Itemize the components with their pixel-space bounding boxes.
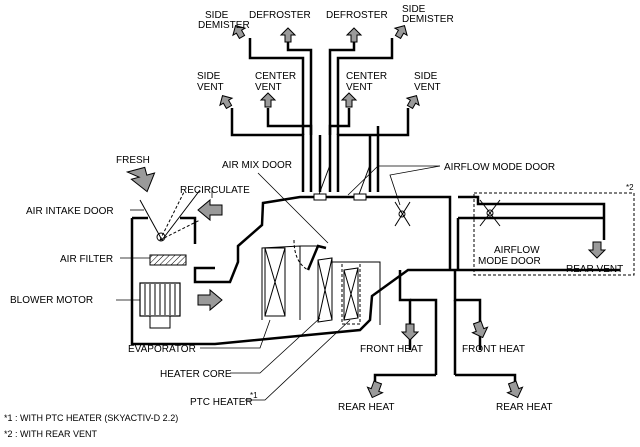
heat-ducts <box>373 270 517 390</box>
label-side-vent-right-1: SIDE <box>414 71 438 82</box>
label-rear-vent-note-mark: *2 <box>626 183 634 192</box>
label-recirculate: RECIRCULATE <box>180 185 250 196</box>
label-ptc-heater: PTC HEATER <box>190 397 253 408</box>
label-rear-airflow-mode-door-1: AIRFLOW <box>494 245 540 256</box>
label-blower-motor: BLOWER MOTOR <box>10 295 93 306</box>
air-mix-door <box>293 239 327 271</box>
air-filter <box>149 254 187 266</box>
label-heater-core: HEATER CORE <box>160 369 232 380</box>
label-evaporator: EVAPORATOR <box>128 344 196 355</box>
label-front-heat-left: FRONT HEAT <box>360 344 423 355</box>
label-air-mix-door: AIR MIX DOOR <box>222 160 292 171</box>
footnote-1: *1 : WITH PTC HEATER (SKYACTIV-D 2.2) <box>4 413 178 423</box>
label-air-intake-door: AIR INTAKE DOOR <box>26 206 114 217</box>
label-side-demister-right-2: DEMISTER <box>402 14 454 25</box>
label-side-vent-right-2: VENT <box>414 82 441 93</box>
ptc-heater <box>341 261 361 325</box>
label-side-demister-left-2: DEMISTER <box>198 20 250 31</box>
label-center-vent-left-1: CENTER <box>255 71 296 82</box>
airflow-mode-door-1 <box>313 164 331 201</box>
heater-core <box>317 257 333 323</box>
label-ptc-heater-note-mark: *1 <box>250 391 258 400</box>
leader-lines <box>116 165 441 401</box>
label-defroster-left: DEFROSTER <box>249 10 311 21</box>
label-center-vent-right-1: CENTER <box>346 71 387 82</box>
label-side-vent-left-1: SIDE <box>197 71 221 82</box>
label-center-vent-left-2: VENT <box>255 82 282 93</box>
air-intake-door-assembly <box>139 189 201 242</box>
label-side-demister-right-1: SIDE <box>402 4 426 15</box>
rear-vent-region <box>473 192 635 276</box>
labels: SIDE DEMISTER DEFROSTER DEFROSTER SIDE D… <box>4 4 634 439</box>
label-airflow-mode-door: AIRFLOW MODE DOOR <box>444 162 555 173</box>
hvac-housing <box>130 195 620 346</box>
label-air-filter: AIR FILTER <box>60 254 113 265</box>
blower-motor <box>139 282 181 329</box>
label-rear-airflow-mode-door-2: MODE DOOR <box>478 256 541 267</box>
air-intake-door-pivot <box>156 232 166 242</box>
label-side-vent-left-2: VENT <box>197 82 224 93</box>
label-defroster-right: DEFROSTER <box>326 10 388 21</box>
label-front-heat-right: FRONT HEAT <box>462 344 525 355</box>
evaporator <box>264 247 286 317</box>
rear-airflow-mode-door <box>479 199 501 227</box>
demister-defroster-ducts <box>248 38 394 135</box>
label-rear-heat-right: REAR HEAT <box>496 402 553 413</box>
airflow-mode-door-2 <box>353 164 371 201</box>
label-center-vent-right-2: VENT <box>346 82 373 93</box>
label-rear-heat-left: REAR HEAT <box>338 402 395 413</box>
label-rear-vent: REAR VENT <box>566 264 623 275</box>
label-fresh: FRESH <box>116 155 150 166</box>
airflow-arrows <box>125 25 607 399</box>
footnote-2: *2 : WITH REAR VENT <box>4 429 98 439</box>
airflow-mode-door-3 <box>394 201 411 227</box>
vent-ducts <box>230 108 410 192</box>
label-side-demister-left-1: SIDE <box>205 10 229 21</box>
